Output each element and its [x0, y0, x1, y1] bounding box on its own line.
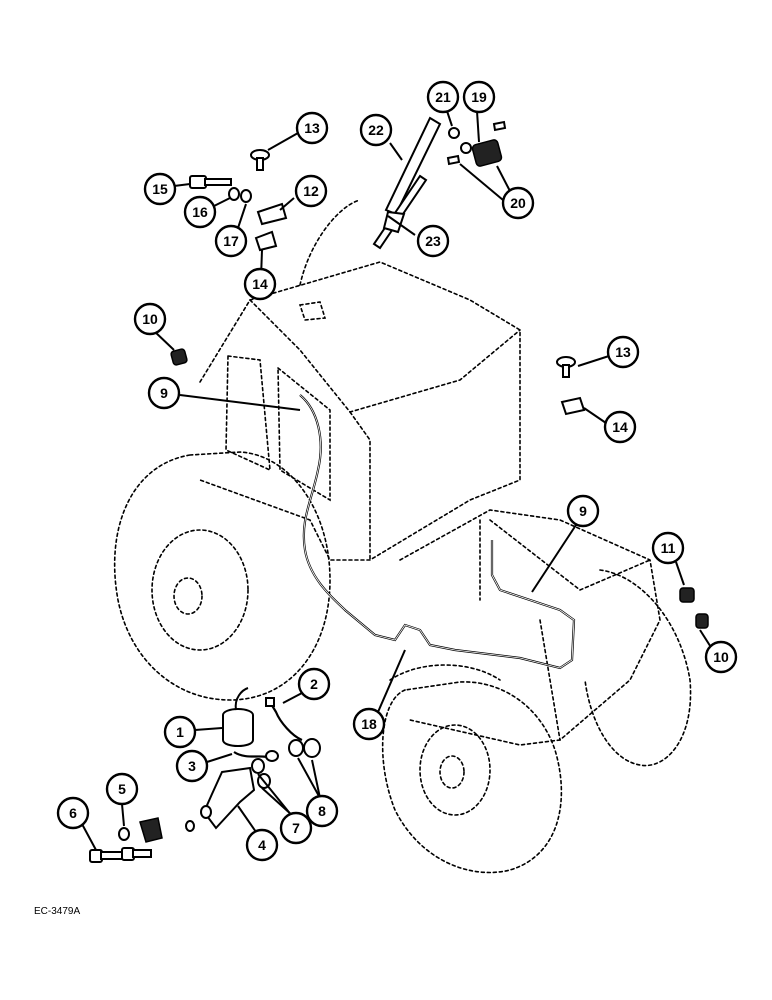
- hose-2: [265, 697, 303, 742]
- callout-10-right: 10: [704, 640, 738, 674]
- callout-label: 22: [368, 122, 384, 138]
- clip: [139, 817, 163, 843]
- front-wheel-right: [584, 569, 692, 767]
- front-fender: [389, 664, 501, 681]
- washer-17: [240, 189, 252, 203]
- callout-4: 4: [245, 828, 279, 862]
- callout-label: 3: [188, 758, 196, 774]
- windshield-edge: [299, 199, 361, 286]
- callout-18: 18: [352, 707, 386, 741]
- callout-22: 22: [359, 113, 393, 147]
- screws-20: [446, 120, 507, 166]
- callout-7: 7: [279, 811, 313, 845]
- connector-11: [679, 587, 695, 603]
- callout-label: 13: [615, 344, 631, 360]
- cap-10-right: [695, 613, 709, 629]
- callout-3: 3: [175, 749, 209, 783]
- pump-wire: [233, 750, 279, 762]
- callout-label: 6: [69, 805, 77, 821]
- bolt-15: [189, 175, 232, 189]
- callout-label: 17: [223, 233, 239, 249]
- callout-12: 12: [294, 174, 328, 208]
- callout-1: 1: [163, 715, 197, 749]
- callout-20: 20: [501, 186, 535, 220]
- callout-16: 16: [183, 195, 217, 229]
- callout-23: 23: [416, 224, 450, 258]
- callout-10-top: 10: [133, 302, 167, 336]
- washer-tube: [299, 394, 576, 670]
- hood-outline: [399, 509, 661, 746]
- nut-21: [448, 127, 460, 139]
- screw-13-right: [556, 356, 576, 378]
- nut-8a: [288, 739, 304, 757]
- bolt-6b: [121, 847, 152, 861]
- cab-outline: [199, 261, 521, 561]
- callout-label: 1: [176, 724, 184, 740]
- washer-7a: [251, 758, 265, 774]
- callout-11: 11: [651, 531, 685, 565]
- callout-14-right: 14: [603, 410, 637, 444]
- wiper-blade: [372, 174, 428, 250]
- bracket-14-top: [254, 230, 278, 252]
- washer-lower-a: [200, 805, 212, 819]
- callout-14-top: 14: [243, 267, 277, 301]
- callout-label: 10: [142, 311, 158, 327]
- callout-label: 20: [510, 195, 526, 211]
- callout-label: 10: [713, 649, 729, 665]
- callout-13-top: 13: [295, 111, 329, 145]
- callout-label: 23: [425, 233, 441, 249]
- wiper-motor: [460, 139, 503, 167]
- callout-label: 11: [661, 540, 676, 556]
- drawing-code: EC-3479A: [34, 906, 81, 917]
- callout-label: 14: [252, 276, 268, 292]
- callout-label: 19: [471, 89, 487, 105]
- callout-21: 21: [426, 80, 460, 114]
- washer-reservoir: [222, 687, 254, 747]
- callout-label: 12: [303, 183, 319, 199]
- callout-19: 19: [462, 80, 496, 114]
- callout-label: 16: [192, 204, 208, 220]
- callout-label: 7: [292, 820, 300, 836]
- callout-label: 14: [612, 419, 628, 435]
- callout-6: 6: [56, 796, 90, 830]
- front-wheel-left: [381, 681, 563, 874]
- tractor-outline: [113, 199, 692, 874]
- callout-label: 9: [579, 503, 587, 519]
- callout-9-hood: 9: [566, 494, 600, 528]
- rear-wheel-left: [113, 451, 331, 701]
- callout-2: 2: [297, 667, 331, 701]
- reservoir-bracket: [202, 766, 256, 830]
- callout-label: 4: [258, 837, 266, 853]
- callout-label: 5: [118, 781, 126, 797]
- callout-9-cab: 9: [147, 376, 181, 410]
- callout-5: 5: [105, 772, 139, 806]
- callout-13-right: 13: [606, 335, 640, 369]
- callout-label: 21: [435, 89, 451, 105]
- callout-8: 8: [305, 794, 339, 828]
- washer-16: [228, 187, 240, 201]
- callout-label: 15: [152, 181, 168, 197]
- leader-lines: [81, 110, 715, 851]
- washer-lower-b: [185, 820, 195, 832]
- callout-label: 2: [310, 676, 318, 692]
- screw-13-top: [250, 149, 270, 171]
- callout-label: 8: [318, 803, 326, 819]
- callout-label: 9: [160, 385, 168, 401]
- cap-10-top: [170, 348, 188, 366]
- bracket-12: [256, 202, 288, 226]
- callout-label: 13: [304, 120, 320, 136]
- nut-8b: [303, 738, 321, 758]
- callouts: 1 2 3 4 5 6 7 8 9 9 10 10 11 12 13 13 14…: [56, 80, 738, 862]
- bolt-6a: [89, 849, 124, 863]
- callout-17: 17: [214, 224, 248, 258]
- callout-label: 18: [361, 716, 377, 732]
- bracket-14-right: [560, 396, 586, 416]
- washer-5: [118, 827, 130, 841]
- callout-15: 15: [143, 172, 177, 206]
